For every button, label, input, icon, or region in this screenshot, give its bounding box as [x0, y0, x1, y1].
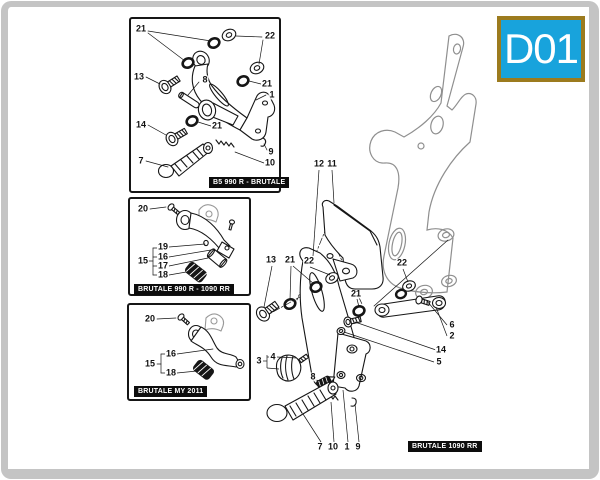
- leader-lines-main: [263, 169, 448, 443]
- box2-drawing: [128, 197, 251, 296]
- box1-drawing: [129, 17, 281, 193]
- frame-bracket-drawing: [369, 33, 477, 300]
- box2-title-plate: BRUTALE 990 R - 1090 RR: [134, 284, 234, 295]
- box3-drawing: [127, 303, 251, 401]
- main-title-plate: BRUTALE 1090 RR: [408, 441, 482, 452]
- main-assembly-drawing: [255, 199, 449, 423]
- box1-title-plate: B5 990 R - BRUTALE: [209, 177, 290, 188]
- box3-title-plate: BRUTALE MY 2011: [134, 386, 208, 397]
- table-code-badge: D01: [497, 16, 585, 82]
